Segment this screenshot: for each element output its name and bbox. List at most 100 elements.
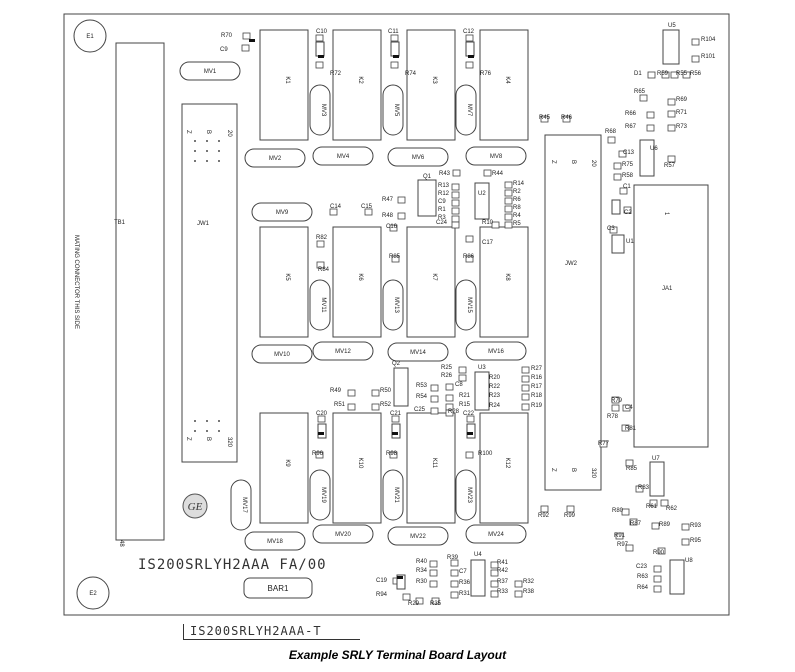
label-ja1: JA1 — [662, 286, 673, 292]
component-label: C19 — [376, 578, 388, 584]
varistor-label: MV13 — [393, 297, 399, 313]
pad-r52 — [371, 403, 380, 411]
pad-r14 — [504, 181, 513, 189]
cap-polarity-mark — [392, 432, 398, 435]
relay-k5 — [259, 226, 309, 338]
electrolytic-cap — [465, 41, 475, 57]
component-label: R46 — [561, 115, 573, 121]
component-label: C9 — [438, 199, 446, 205]
pad-r59 — [661, 71, 670, 79]
pad-c16 — [389, 224, 398, 232]
component-label: R15 — [459, 402, 471, 408]
ic-label: U7 — [652, 456, 660, 462]
component-label: R96 — [312, 451, 324, 457]
component-label: R82 — [316, 235, 328, 241]
component-label: R74 — [405, 71, 417, 77]
pad-r93 — [681, 523, 690, 531]
pad-r91 — [615, 532, 624, 540]
component-label: R69 — [676, 97, 688, 103]
varistor-label: MV23 — [466, 487, 472, 503]
component-label: R41 — [497, 560, 509, 566]
component-label: R19 — [531, 403, 543, 409]
pad-r64 — [653, 585, 662, 593]
ic-label: U6 — [650, 146, 658, 152]
ic-label: U1 — [626, 239, 634, 245]
pad-r51 — [347, 403, 356, 411]
board-outline — [63, 13, 730, 616]
varistor-label: MV2 — [269, 156, 282, 162]
varistor-label: MV19 — [320, 487, 326, 503]
pad-c7 — [450, 569, 459, 577]
ge-logo: GE — [182, 493, 208, 519]
component-label: R84 — [318, 267, 330, 273]
component-label: R5 — [513, 221, 521, 227]
component-label: C21 — [390, 411, 402, 417]
relay-label: K10 — [357, 458, 363, 469]
pin-b-jw2: B — [570, 160, 576, 164]
pin-48: 48 — [118, 540, 124, 547]
component-label: C14 — [330, 204, 342, 210]
component-label: R72 — [330, 71, 342, 77]
component-label: R58 — [622, 173, 634, 179]
component-label: R86 — [463, 254, 475, 260]
varistor-mv7 — [455, 84, 477, 136]
component-label: R81 — [625, 426, 637, 432]
cap-polarity-mark — [318, 432, 324, 435]
ic-u2 — [474, 182, 490, 220]
pin-b2-jw2: B — [570, 468, 576, 472]
pad-r72 — [315, 61, 324, 69]
component-label: R10 — [482, 220, 494, 226]
ic-label: U5 — [668, 23, 676, 29]
varistor-mv13 — [382, 279, 404, 331]
component-label: R39 — [447, 555, 459, 561]
pad-c15 — [364, 208, 373, 216]
pad-r12 — [451, 191, 460, 199]
component-label: R66 — [625, 111, 637, 117]
pad-c1 — [619, 187, 628, 195]
electrolytic-cap — [391, 423, 401, 439]
component-label: R24 — [489, 403, 501, 409]
pin-b2-jw1: B — [205, 437, 211, 441]
varistor-label: MV5 — [393, 104, 399, 117]
component-label: C9 — [220, 47, 228, 53]
pad-c9 — [451, 199, 460, 207]
component-label: R53 — [416, 383, 428, 389]
pad-r30 — [429, 580, 438, 588]
component-label: R33 — [497, 589, 509, 595]
pad-r35 — [431, 597, 440, 605]
component-label: R68 — [605, 129, 617, 135]
varistor-mv10 — [251, 344, 313, 364]
component-label: R79 — [611, 398, 623, 404]
pad-r48 — [397, 212, 406, 220]
pad-r92 — [540, 505, 549, 513]
pad-r84 — [316, 261, 325, 269]
electrolytic-cap — [611, 199, 621, 215]
pad-r10 — [491, 221, 500, 229]
pad-r44 — [483, 169, 492, 177]
pad-r98 — [389, 451, 398, 459]
electrolytic-cap — [466, 423, 476, 439]
ic-u4 — [470, 559, 486, 597]
component-label: R17 — [531, 384, 543, 390]
pad-r46 — [562, 115, 571, 123]
varistor-label: MV7 — [466, 104, 472, 117]
component-label: R43 — [439, 171, 451, 177]
component-label: R44 — [492, 171, 504, 177]
component-label: R93 — [690, 523, 702, 529]
component-label: R89 — [659, 522, 671, 528]
component-label: R1 — [438, 207, 446, 213]
pad-r76 — [465, 61, 474, 69]
pad-c13 — [618, 150, 627, 158]
varistor-label: MV16 — [488, 349, 504, 355]
pad-c2 — [623, 206, 632, 214]
component-label: R42 — [497, 568, 509, 574]
pad-r57 — [667, 155, 676, 163]
varistor-label: MV21 — [393, 487, 399, 503]
varistor-label: MV8 — [490, 154, 503, 160]
varistor-label: MV14 — [410, 350, 426, 356]
component-label: R47 — [382, 197, 394, 203]
pad-r100 — [465, 451, 474, 459]
varistor-mv12 — [312, 341, 374, 361]
pad-r13 — [451, 183, 460, 191]
component-label: C11 — [388, 29, 399, 35]
